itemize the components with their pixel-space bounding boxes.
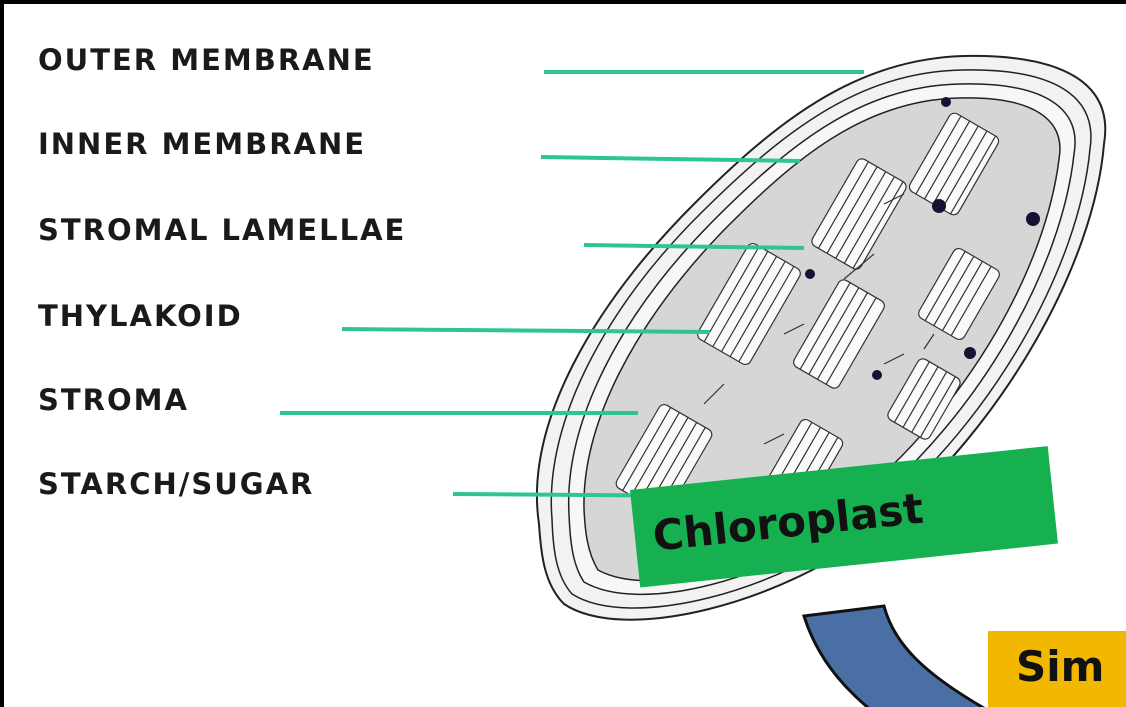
label-outer-membrane: OUTER MEMBRANE (38, 46, 375, 75)
slide-panel: OUTER MEMBRANE INNER MEMBRANE STROMAL LA… (4, 4, 1126, 707)
label-thylakoid: THYLAKOID (38, 302, 243, 331)
label-starch-sugar: STARCH/SUGAR (38, 470, 314, 499)
label-stromal-lamellae: STROMAL LAMELLAE (38, 216, 406, 245)
chloroplast-diagram (4, 4, 1126, 707)
label-stroma: STROMA (38, 386, 189, 415)
arrow-shape (804, 606, 989, 707)
label-inner-membrane: INNER MEMBRANE (38, 130, 366, 159)
similar-badge: Sim (988, 631, 1126, 707)
